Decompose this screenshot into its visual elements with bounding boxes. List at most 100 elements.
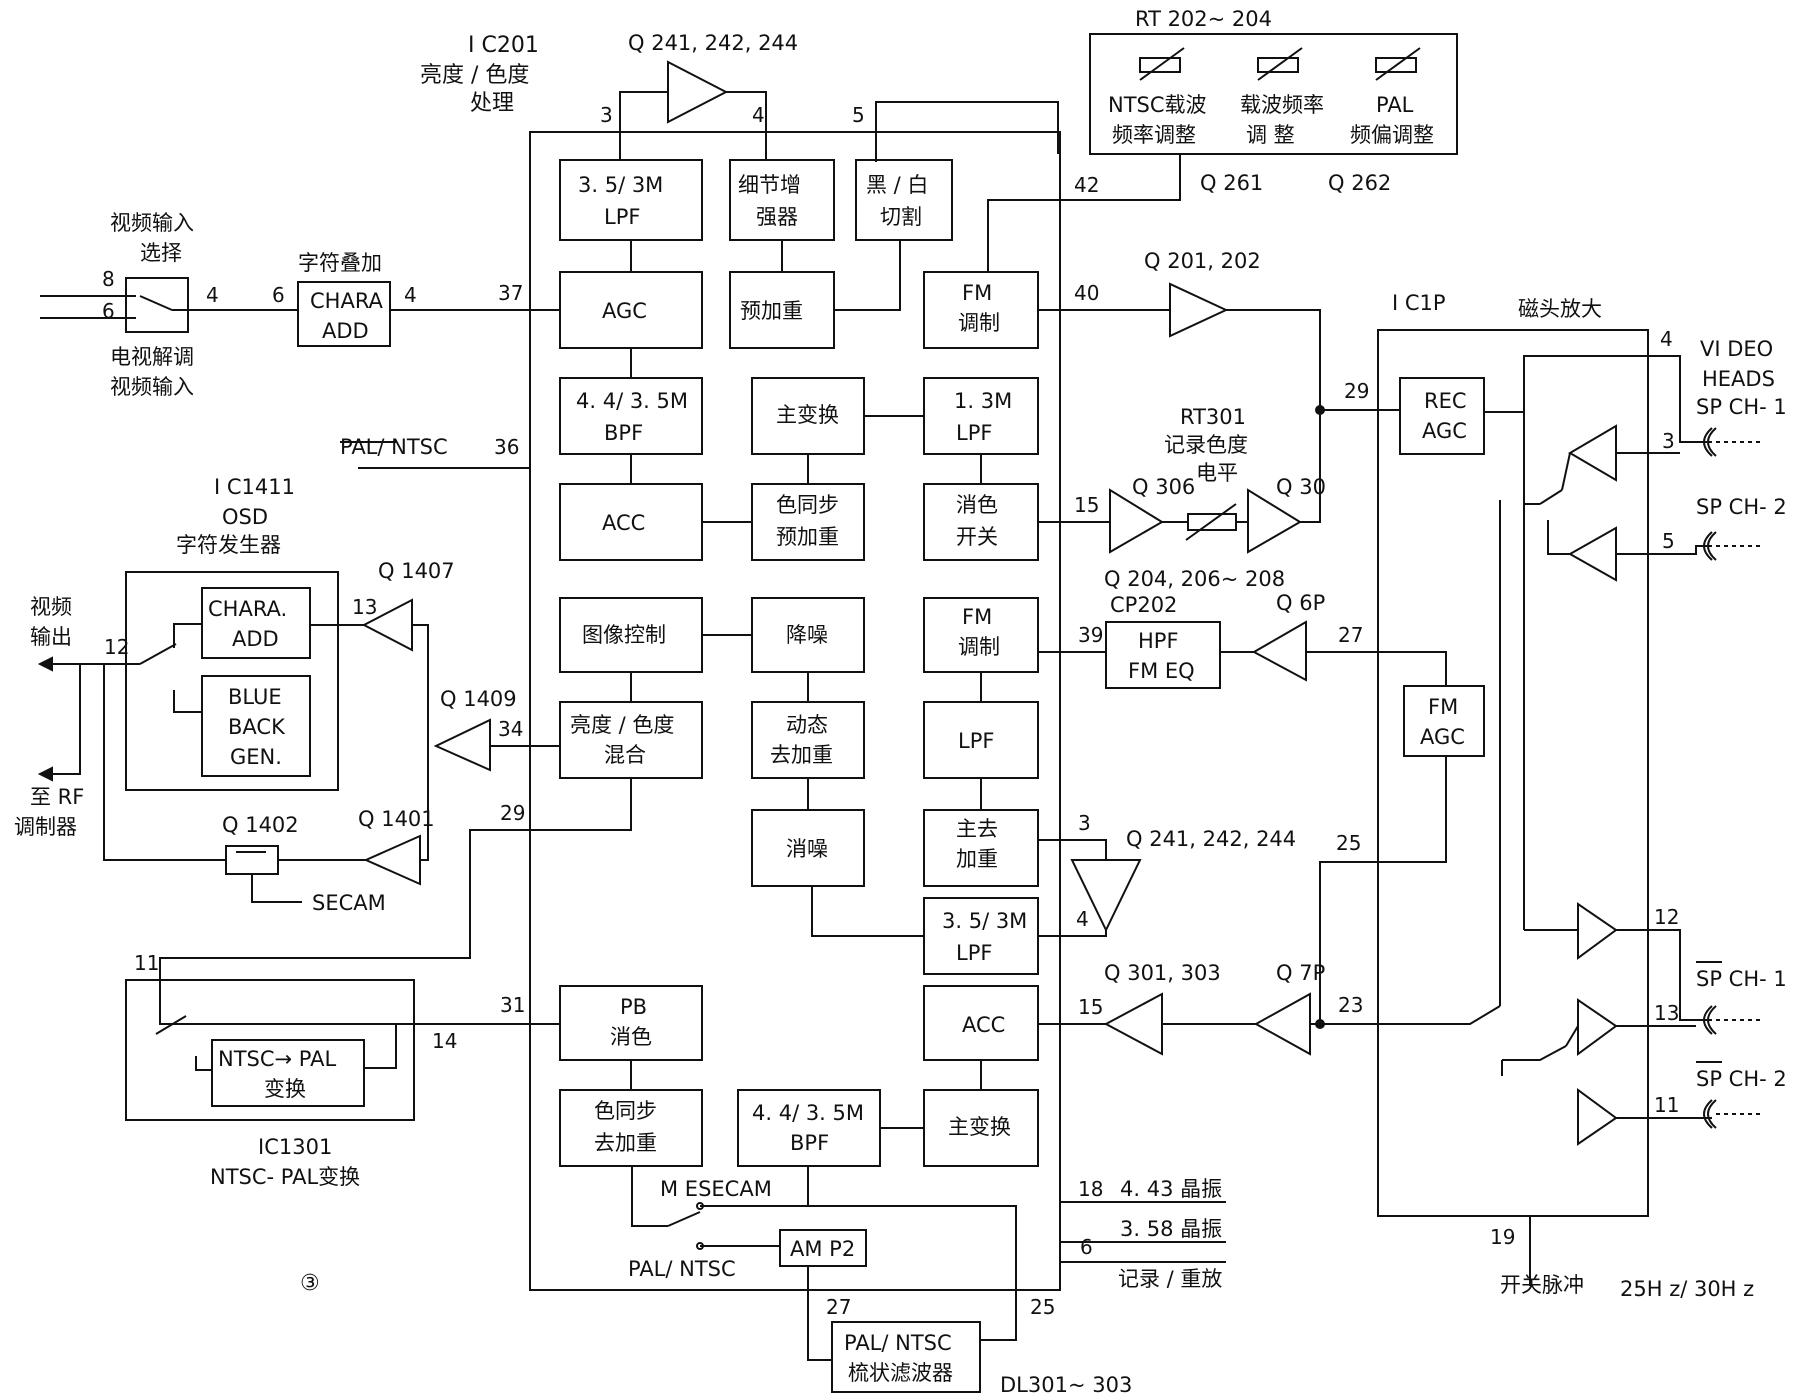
wire (1539, 489, 1563, 505)
video-in-title2: 选择 (140, 241, 182, 265)
rt202-carrier-label2: 调 整 (1246, 123, 1295, 147)
q241-mid-label: Q 241, 242, 244 (1126, 827, 1296, 851)
q201-amp-icon (1169, 282, 1229, 338)
wire (139, 295, 173, 311)
q1401-label: Q 1401 (358, 807, 435, 831)
wire (807, 1266, 832, 1361)
wire (159, 778, 632, 982)
q261-label: Q 261 (1200, 171, 1263, 195)
blue-back-label2: BACK (228, 715, 286, 739)
wire (1378, 1005, 1501, 1025)
mesecam-label: M ESECAM (660, 1177, 772, 1201)
cp202-title: CP202 (1110, 593, 1177, 617)
rt202-ntsc-label: NTSC载波 (1108, 93, 1207, 117)
colsync-b-label: 色同步 (594, 1099, 657, 1123)
pin-19: 19 (1490, 1225, 1515, 1249)
video-in-bottom: 电视解调 (110, 345, 194, 369)
pin-5a: 5 (852, 103, 865, 127)
wire (1038, 930, 1107, 937)
rf-out-label: 至 RF (30, 785, 84, 809)
ic201-name: I C201 (468, 33, 539, 58)
rt202-ntsc-label2: 频率调整 (1112, 123, 1196, 147)
rt202-title: RT 202~ 204 (1135, 7, 1272, 31)
pin-29a: 29 (1344, 379, 1369, 403)
ntsc-pal-conv-label2: 变换 (264, 1077, 306, 1101)
ic1411-osd: OSD (222, 505, 268, 529)
wire (1484, 355, 1680, 413)
q30-label: Q 30 (1276, 475, 1326, 499)
wire (173, 623, 202, 648)
bpf44-label: 4. 4/ 3. 5M (576, 389, 688, 413)
ic1p-outline (1377, 329, 1649, 1217)
wire (1660, 545, 1712, 555)
wire (1226, 309, 1321, 410)
pin-4b: 4 (404, 283, 417, 307)
head-pin-12: 12 (1654, 905, 1679, 929)
head-pin-5: 5 (1662, 529, 1675, 553)
fm-mod-a-label: FM (962, 281, 992, 305)
video-head-icon (1703, 427, 1764, 1129)
pin-18: 18 (1078, 1177, 1103, 1201)
heads-sp2b: SP CH- 2 (1696, 1067, 1787, 1091)
q1402-switch (225, 845, 279, 875)
bw-clip-label: 黑 / 白 (866, 173, 928, 197)
bpf44b-label2: BPF (790, 1131, 829, 1155)
lpf35b-label: 3. 5/ 3M (942, 909, 1027, 933)
video-out-label2: 输出 (30, 625, 72, 649)
amp2-label: AM P2 (790, 1237, 855, 1261)
wire (726, 91, 767, 160)
colsync-b-label2: 去加重 (594, 1131, 657, 1155)
wire (1502, 1045, 1567, 1061)
pin-27b: 27 (826, 1295, 851, 1319)
nr-label: 降噪 (786, 623, 828, 647)
dyn-deemph-label2: 去加重 (770, 743, 833, 767)
rec-agc-block (1399, 377, 1485, 455)
dl301-label: DL301~ 303 (1000, 1373, 1132, 1397)
rt301-label3: 电平 (1196, 461, 1238, 485)
detail-enhancer-label2: 强器 (756, 205, 798, 229)
wire (811, 886, 924, 937)
blue-back-label: BLUE (228, 685, 282, 709)
fm-mod-b-label: FM (962, 605, 992, 629)
input-selector-switch (125, 277, 189, 333)
q30-amp-icon (1247, 488, 1302, 554)
q201-label: Q 201, 202 (1144, 249, 1261, 273)
pin-25b: 25 (1030, 1295, 1055, 1319)
pin-6b: 6 (272, 283, 285, 307)
preemph-label: 预加重 (740, 299, 803, 323)
q7p-amp-icon (1253, 992, 1311, 1056)
fm-mod-b-label2: 调制 (958, 635, 1000, 659)
q301-label: Q 301, 303 (1104, 961, 1221, 985)
wire (1547, 520, 1570, 555)
rt301-label2: 记录色度 (1164, 433, 1248, 457)
rt202-carrier-label: 载波频率 (1240, 93, 1324, 117)
wire (808, 1205, 1017, 1341)
video-in-bottom2: 视频输入 (110, 375, 194, 399)
q204-label: Q 204, 206~ 208 (1104, 567, 1285, 591)
q1409-amp-icon (433, 718, 491, 772)
amp2-block (779, 1229, 867, 1267)
ic1411-desc: 字符发生器 (176, 533, 281, 557)
chara-in-label2: ADD (322, 319, 369, 343)
heads-sp1: SP CH- 1 (1696, 395, 1787, 419)
pin-13: 13 (352, 595, 377, 619)
pb-amp3-icon (1577, 1088, 1618, 1146)
xtal443-label: 4. 43 晶振 (1120, 1177, 1222, 1201)
q241-top-label: Q 241, 242, 244 (628, 31, 798, 55)
q306-label: Q 306 (1132, 475, 1195, 499)
acc-b-label: ACC (962, 1013, 1005, 1037)
wire (159, 982, 200, 1025)
pin-4a: 4 (206, 283, 219, 307)
arrow-icon (37, 766, 53, 782)
ntsc-pal-conv-label: NTSC→ PAL (218, 1047, 336, 1071)
pin-11: 11 (134, 951, 159, 975)
pin-37: 37 (498, 281, 523, 305)
bw-clip-block (855, 159, 953, 241)
pin-34: 34 (498, 717, 523, 741)
q301-amp-icon (1103, 992, 1163, 1056)
main-conv-a-label: 主变换 (776, 403, 839, 427)
ic1301-name: IC1301 (258, 1135, 332, 1159)
pin-6c: 6 (1080, 1235, 1093, 1259)
rec-amp2-icon (1567, 526, 1617, 582)
